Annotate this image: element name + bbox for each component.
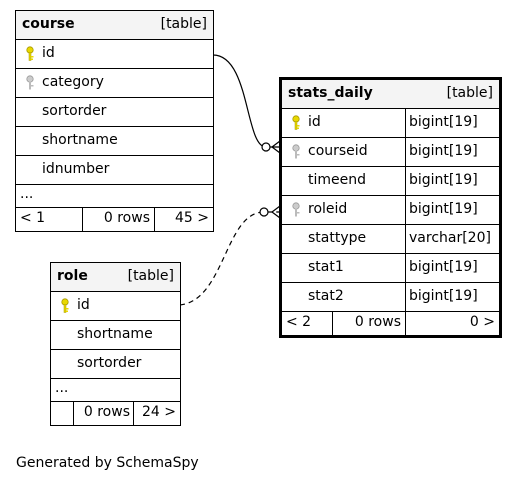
primary-key-icon bbox=[292, 115, 300, 130]
column-type: varchar[20] bbox=[405, 225, 491, 253]
column-row[interactable]: roleid bigint[19] bbox=[282, 196, 499, 225]
column-row[interactable]: stat1 bigint[19] bbox=[282, 254, 499, 283]
column-name: stat2 bbox=[308, 288, 344, 304]
column-name: courseid bbox=[308, 143, 368, 159]
table-footer: < 1 0 rows 45 > bbox=[16, 208, 213, 231]
course-link-crowfoot bbox=[271, 140, 281, 154]
column-row[interactable]: id bigint[19] bbox=[282, 109, 499, 138]
column-name: stattype bbox=[308, 230, 367, 246]
parents-count: < 1 bbox=[20, 210, 46, 226]
table-name: stats_daily bbox=[288, 85, 373, 101]
column-row[interactable]: sortorder bbox=[51, 350, 180, 379]
column-row[interactable]: shortname bbox=[51, 321, 180, 350]
children-count: 0 > bbox=[469, 314, 495, 330]
column-name: idnumber bbox=[42, 161, 110, 177]
foreign-key-icon bbox=[292, 144, 300, 159]
children-count: 24 > bbox=[142, 404, 176, 420]
table-role[interactable]: role [table] id shortname sortorder ... … bbox=[50, 262, 181, 426]
children-count: 45 > bbox=[175, 210, 209, 226]
role-link-crowfoot bbox=[271, 205, 281, 219]
column-name: stat1 bbox=[308, 259, 344, 275]
column-name: roleid bbox=[308, 201, 348, 217]
column-row[interactable]: category bbox=[16, 69, 213, 98]
generator-credit: Generated by SchemaSpy bbox=[16, 455, 199, 471]
column-type: bigint[19] bbox=[405, 138, 478, 166]
foreign-key-icon bbox=[26, 75, 34, 90]
column-row[interactable]: timeend bigint[19] bbox=[282, 167, 499, 196]
row-count: 0 rows bbox=[103, 210, 150, 226]
role-to-stats-link bbox=[179, 211, 280, 306]
table-course[interactable]: course [table] id category sortorder sho… bbox=[15, 10, 214, 232]
primary-key-icon bbox=[61, 298, 69, 313]
row-count-cell: 0 rows bbox=[82, 208, 154, 231]
column-row[interactable]: id bbox=[51, 292, 180, 321]
table-footer: < 2 0 rows 0 > bbox=[282, 312, 499, 335]
ellipsis-text: ... bbox=[20, 186, 34, 202]
table-header: stats_daily [table] bbox=[282, 80, 499, 109]
table-header: course [table] bbox=[16, 11, 213, 40]
column-row[interactable]: idnumber bbox=[16, 156, 213, 185]
children-count-cell[interactable]: 45 > bbox=[154, 208, 213, 231]
children-count-cell: 0 > bbox=[405, 312, 499, 335]
table-name: role bbox=[57, 268, 88, 284]
parents-count-cell[interactable]: < 1 bbox=[16, 208, 82, 231]
column-name: category bbox=[42, 74, 104, 90]
row-count-cell: 0 rows bbox=[332, 312, 405, 335]
parents-count-cell[interactable]: < 2 bbox=[282, 312, 332, 335]
table-stats-daily[interactable]: stats_daily [table] id bigint[19] course… bbox=[279, 77, 502, 338]
column-row[interactable]: stat2 bigint[19] bbox=[282, 283, 499, 312]
more-columns-indicator: ... bbox=[16, 185, 213, 208]
column-name: sortorder bbox=[42, 103, 107, 119]
role-link-zero-marker bbox=[259, 207, 269, 217]
parents-count-cell bbox=[51, 402, 73, 425]
primary-key-icon bbox=[26, 46, 34, 61]
course-link-zero-marker bbox=[261, 142, 271, 152]
column-name: shortname bbox=[77, 326, 153, 342]
column-type: bigint[19] bbox=[405, 109, 478, 137]
more-columns-indicator: ... bbox=[51, 379, 180, 402]
column-row[interactable]: shortname bbox=[16, 127, 213, 156]
children-count-cell[interactable]: 24 > bbox=[133, 402, 180, 425]
column-row[interactable]: stattype varchar[20] bbox=[282, 225, 499, 254]
row-count: 0 rows bbox=[83, 404, 130, 420]
column-name: sortorder bbox=[77, 355, 142, 371]
parents-count: < 2 bbox=[286, 314, 312, 330]
column-name: shortname bbox=[42, 132, 118, 148]
column-row[interactable]: sortorder bbox=[16, 98, 213, 127]
table-kind: [table] bbox=[127, 268, 174, 284]
course-to-stats-link bbox=[212, 54, 280, 148]
foreign-key-icon bbox=[292, 202, 300, 217]
column-name: id bbox=[77, 297, 90, 313]
table-header: role [table] bbox=[51, 263, 180, 292]
column-type: bigint[19] bbox=[405, 196, 478, 224]
column-row[interactable]: courseid bigint[19] bbox=[282, 138, 499, 167]
ellipsis-text: ... bbox=[55, 380, 69, 396]
table-footer: 0 rows 24 > bbox=[51, 402, 180, 425]
column-row[interactable]: id bbox=[16, 40, 213, 69]
column-type: bigint[19] bbox=[405, 283, 478, 311]
row-count: 0 rows bbox=[354, 314, 401, 330]
column-type: bigint[19] bbox=[405, 167, 478, 195]
column-type: bigint[19] bbox=[405, 254, 478, 282]
table-name: course bbox=[22, 16, 75, 32]
column-name: timeend bbox=[308, 172, 367, 188]
row-count-cell: 0 rows bbox=[73, 402, 133, 425]
table-kind: [table] bbox=[160, 16, 207, 32]
column-name: id bbox=[308, 114, 321, 130]
column-name: id bbox=[42, 45, 55, 61]
table-kind: [table] bbox=[446, 85, 493, 101]
